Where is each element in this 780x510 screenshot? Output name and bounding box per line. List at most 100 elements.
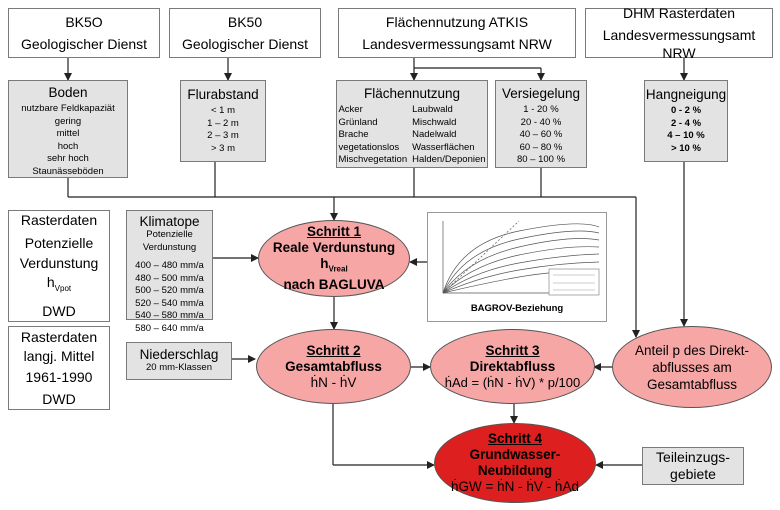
schritt1-label: Reale Verdunstung [272,239,396,255]
landuse-item: vegetationslos [338,141,400,153]
hangneigung-item: 4 – 10 % [667,130,705,141]
versiegelung-title: Versiegelung [501,86,581,101]
anteil-ellipse: Anteil p des Direkt- abflusses am Gesamt… [612,326,772,408]
raster-label: Potenzielle [24,235,94,252]
source-name: BK50 [227,14,263,30]
klimatope-box: Klimatope Potenzielle Verdunstung 400 – … [126,210,213,334]
landuse-item: Laubwald [412,104,453,115]
bagrov-caption: BAGROV-Beziehung [470,303,564,314]
hangneigung-item: 2 - 4 % [670,117,702,129]
anteil-label: Gesamtabfluss [646,376,738,392]
raster-label: Rasterdaten [20,212,98,229]
source-name: BK5O [65,14,103,30]
klimatope-item: 520 – 540 mm/a [135,297,204,309]
niederschlag-subtitle: 20 mm-Klassen [146,362,212,374]
flaechennutzung-columns: Acker Grünland Brache vegetationslos Mis… [338,104,485,167]
niederschlag-title: Niederschlag [139,347,219,363]
raster-source: DWD [42,302,76,319]
bagrov-curves [429,213,605,303]
source-name: Flächennutzung ATKIS [385,14,529,30]
flaechennutzung-box: Flächennutzung Acker Grünland Brache veg… [336,80,488,168]
raster-label: 1961-1990 [25,368,93,385]
landuse-item: Grünland [338,116,378,128]
raster-label: Verdunstung [19,255,99,272]
flaechennutzung-title: Flächennutzung [363,86,461,101]
versiegelung-item: 80 – 100 % [516,154,566,165]
schritt2-formula: ḣN - ḣV [310,374,357,390]
source-dhm: DHM Rasterdaten Landesvermessungsamt NRW [585,5,773,61]
landuse-item: Halden/Deponien [412,154,486,165]
klimatope-item: 540 – 580 mm/a [135,310,204,321]
schritt4-step: Schritt 4 [487,431,542,446]
source-name: DHM Rasterdaten [622,5,736,21]
flurabstand-item: 1 – 2 m [207,117,239,129]
schritt4-ellipse: Schritt 4 Grundwasser- Neubildung ḣGW = … [434,423,596,503]
hangneigung-item: > 10 % [671,142,701,154]
source-org: Landesvermessungsamt NRW [362,36,552,52]
landuse-item: Nadelwald [412,129,457,140]
klimatope-item: 500 – 520 mm/a [135,285,204,296]
h-symbol: h [320,255,329,271]
klimatope-subtitle: Verdunstung [142,241,197,253]
boden-item: hoch [57,140,79,152]
boden-title: Boden [48,85,88,100]
flurabstand-item: 2 – 3 m [207,130,239,141]
versiegelung-item: 60 – 80 % [519,141,563,153]
schritt2-label: Gesamtabfluss [285,358,382,374]
hangneigung-title: Hangneigung [645,87,727,102]
source-org: Geologischer Dienst [181,36,309,52]
source-atkis: Flächennutzung ATKIS Landesvermessungsam… [338,8,576,58]
klimatope-item: 480 – 500 mm/a [135,272,204,284]
schritt1-step: Schritt 1 [306,223,361,239]
schritt1-symbol: hVreal [320,256,347,278]
landuse-item: Mischwald [412,116,457,128]
flurabstand-box: Flurabstand < 1 m 1 – 2 m 2 – 3 m > 3 m [180,80,266,162]
schritt3-formula: ḣAd = (ḣN - ḣV) * p/100 [444,374,581,390]
flurabstand-item: > 3 m [210,142,236,154]
landuse-item: Acker [338,104,363,115]
landuse-item: Wasserflächen [412,141,475,153]
boden-subtitle: nutzbare Feldkapaziät [21,103,115,114]
raster-verdunstung-box: Rasterdaten Potenzielle Verdunstung hVpo… [8,210,110,322]
flurabstand-title: Flurabstand [187,87,259,102]
boden-item: mittel [56,128,80,139]
versiegelung-item: 1 - 20 % [523,104,559,115]
boden-item: gering [54,115,82,127]
raster-label: Rasterdaten [20,328,98,345]
anteil-label: Anteil p des Direkt- [634,342,750,358]
boden-item: sehr hoch [47,153,89,164]
schritt4-label: Neubildung [477,463,553,478]
flaechennutzung-left: Acker Grünland Brache vegetationslos Mis… [338,104,407,167]
source-org: Geologischer Dienst [20,36,148,52]
landuse-item: Brache [338,129,369,140]
raster-label: langj. Mittel [23,347,95,364]
symbol-subscript: Vpot [54,283,72,293]
schritt4-formula: ḣGW = ḣN - ḣV - ḣAd [451,479,579,494]
versiegelung-item: 20 - 40 % [520,116,562,128]
schritt1-ellipse: Schritt 1 Reale Verdunstung hVreal nach … [258,220,410,297]
raster-source: DWD [42,390,76,407]
teileinzug-label: Teileinzugs- [656,449,730,465]
schritt3-label: Direktabfluss [469,358,556,374]
niederschlag-box: Niederschlag 20 mm-Klassen [126,342,232,380]
schritt4-label: Grundwasser- [469,447,561,462]
symbol-subscript: Vreal [328,264,348,274]
raster-symbol: hVpot [47,271,71,300]
boden-item: Staunässeböden [32,165,104,177]
versiegelung-box: Versiegelung 1 - 20 % 20 - 40 % 40 – 60 … [495,80,587,168]
source-bk5o: BK5O Geologischer Dienst [8,8,160,58]
anteil-label: abflusses am [652,359,732,375]
klimatope-subtitle: Potenzielle [146,229,193,240]
klimatope-item: 400 – 480 mm/a [135,260,204,271]
bagrov-figure: BAGROV-Beziehung [427,212,607,322]
hangneigung-item: 0 - 2 % [670,105,702,116]
klimatope-title: Klimatope [139,214,200,229]
schritt2-ellipse: Schritt 2 Gesamtabfluss ḣN - ḣV [256,329,411,404]
schritt3-ellipse: Schritt 3 Direktabfluss ḣAd = (ḣN - ḣV) … [430,329,595,404]
schritt3-step: Schritt 3 [485,342,540,358]
source-bk50: BK50 Geologischer Dienst [169,8,321,58]
schritt1-label: nach BAGLUVA [283,277,385,293]
boden-box: Boden nutzbare Feldkapaziät gering mitte… [8,80,128,178]
